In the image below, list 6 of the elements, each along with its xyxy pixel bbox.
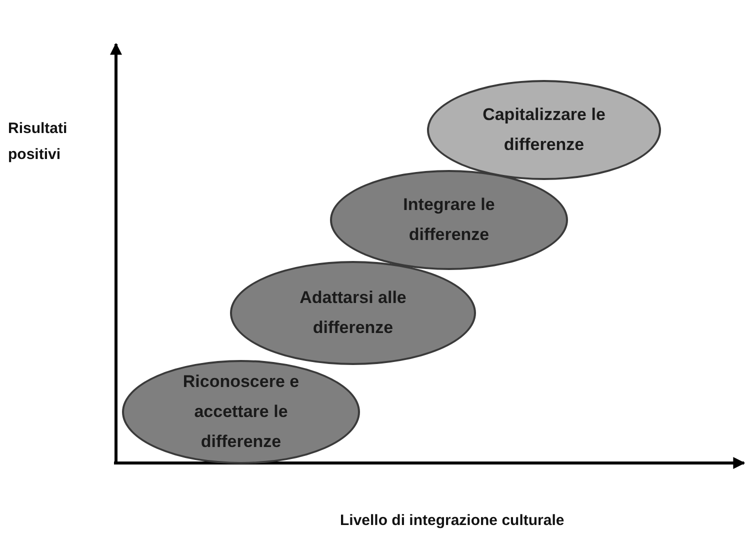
axis-label: Risultati positivi	[8, 119, 68, 165]
step-label: Riconoscere e accettare le differenze	[182, 371, 300, 453]
step-label: Integrare le differenze	[402, 194, 496, 246]
axis-label: Livello di integrazione culturale	[340, 511, 564, 531]
step-label: Capitalizzare le differenze	[482, 104, 606, 156]
step-label: Adattarsi alle differenze	[298, 287, 408, 339]
